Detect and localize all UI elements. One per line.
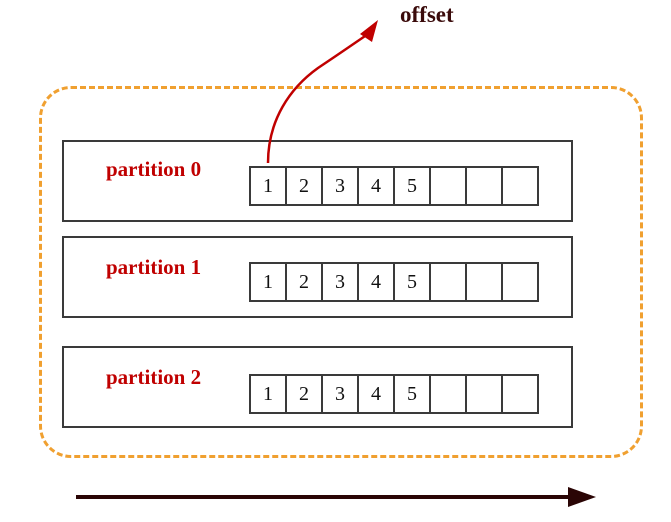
offset-arrow-head-icon <box>360 20 378 42</box>
partition-2-label: partition 2 <box>106 365 202 389</box>
message-cell: 1 <box>249 374 287 414</box>
message-cell <box>465 374 503 414</box>
partition-1-cells: 1 2 3 4 5 <box>249 262 539 302</box>
message-cell: 1 <box>249 262 287 302</box>
message-cell: 5 <box>393 374 431 414</box>
message-cell <box>429 166 467 206</box>
partition-1-label: partition 1 <box>106 255 202 279</box>
message-cell <box>429 374 467 414</box>
partition-0-cells: 1 2 3 4 5 <box>249 166 539 206</box>
message-cell: 2 <box>285 262 323 302</box>
message-cell: 4 <box>357 262 395 302</box>
message-cell <box>501 262 539 302</box>
message-cell <box>501 166 539 206</box>
message-cell: 3 <box>321 374 359 414</box>
offset-label: offset <box>400 2 454 27</box>
message-cell: 5 <box>393 262 431 302</box>
message-cell: 4 <box>357 374 395 414</box>
time-direction-arrow-head-icon <box>568 487 596 507</box>
message-cell: 4 <box>357 166 395 206</box>
partition-0-box: partition 0 1 2 3 4 5 <box>62 140 573 222</box>
message-cell <box>465 262 503 302</box>
partition-0-label: partition 0 <box>106 157 202 181</box>
message-cell: 5 <box>393 166 431 206</box>
message-cell <box>429 262 467 302</box>
message-cell <box>501 374 539 414</box>
partition-2-cells: 1 2 3 4 5 <box>249 374 539 414</box>
partition-2-box: partition 2 1 2 3 4 5 <box>62 346 573 428</box>
message-cell <box>465 166 503 206</box>
message-cell: 1 <box>249 166 287 206</box>
message-cell: 3 <box>321 262 359 302</box>
message-cell: 3 <box>321 166 359 206</box>
partition-1-box: partition 1 1 2 3 4 5 <box>62 236 573 318</box>
message-cell: 2 <box>285 166 323 206</box>
message-cell: 2 <box>285 374 323 414</box>
